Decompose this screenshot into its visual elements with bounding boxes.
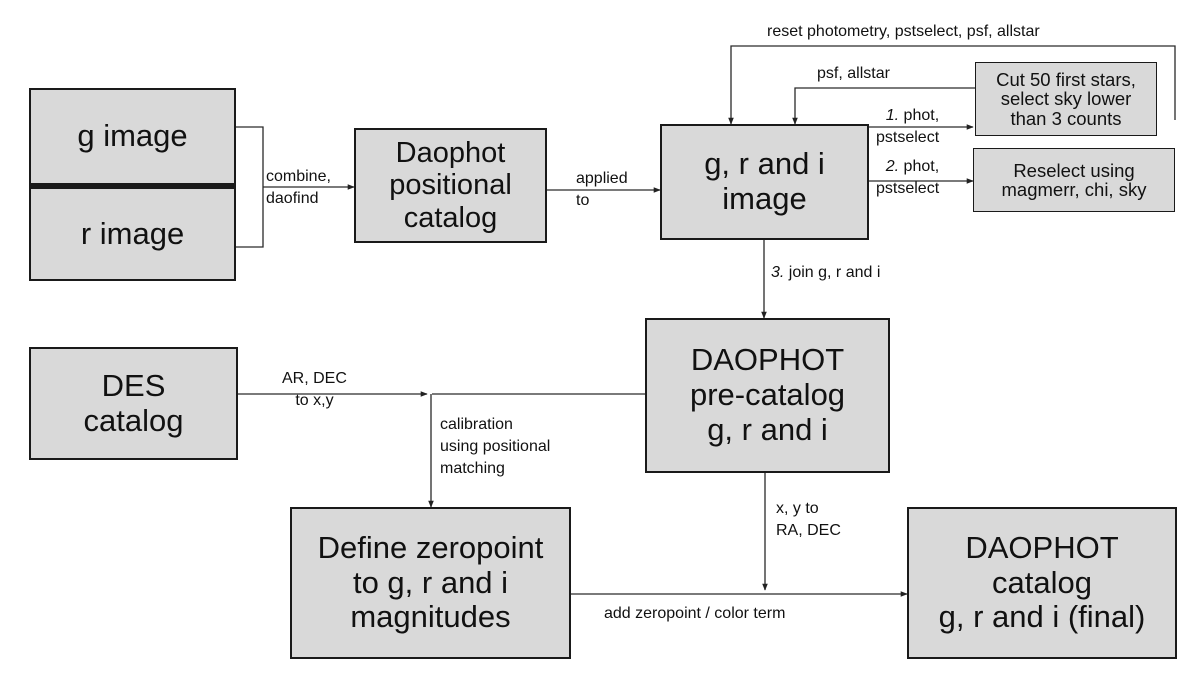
edge-reset-loop <box>728 45 1176 125</box>
label-psf-allstar: psf, allstar <box>817 65 890 82</box>
label-join-text: join g, r and i <box>784 264 881 281</box>
label-calibration: calibration using positional matching <box>440 416 551 477</box>
daophot-positional-catalog-node: Daophot positional catalog <box>354 128 547 243</box>
r-image-node: r image <box>29 185 236 281</box>
cut-stars-node: Cut 50 first stars, select sky lower tha… <box>975 62 1157 136</box>
label-join-number: 3. <box>771 264 785 281</box>
label-phot-2: 2. phot, pstselect <box>876 156 939 200</box>
label-phot-2-text: phot, pstselect <box>876 158 940 197</box>
gri-image-node: g, r and i image <box>660 124 869 240</box>
label-combine-daofind: combine, daofind <box>266 168 331 207</box>
label-ar-dec: AR, DEC to x,y <box>282 370 347 409</box>
label-applied-to: applied to <box>576 170 628 209</box>
label-phot-1-text: phot, pstselect <box>876 107 940 146</box>
label-join: 3. join g, r and i <box>771 262 880 284</box>
label-xy-radec: x, y to RA, DEC <box>776 500 841 539</box>
label-phot-2-number: 2. <box>885 158 900 175</box>
label-add-zeropoint: add zeropoint / color term <box>604 605 786 622</box>
daophot-final-catalog-node: DAOPHOT catalog g, r and i (final) <box>907 507 1177 659</box>
edge-psf-allstar <box>792 87 975 125</box>
daophot-precatalog-node: DAOPHOT pre-catalog g, r and i <box>645 318 890 473</box>
des-catalog-node: DES catalog <box>29 347 238 460</box>
g-image-node: g image <box>29 88 236 187</box>
edge-combine-bracket <box>235 126 264 248</box>
define-zeropoint-node: Define zeropoint to g, r and i magnitude… <box>290 507 571 659</box>
label-reset: reset photometry, pstselect, psf, allsta… <box>767 23 1040 40</box>
reselect-node: Reselect using magmerr, chi, sky <box>973 148 1175 212</box>
label-phot-1-number: 1. <box>885 107 900 124</box>
label-phot-1: 1. phot, pstselect <box>876 105 939 149</box>
